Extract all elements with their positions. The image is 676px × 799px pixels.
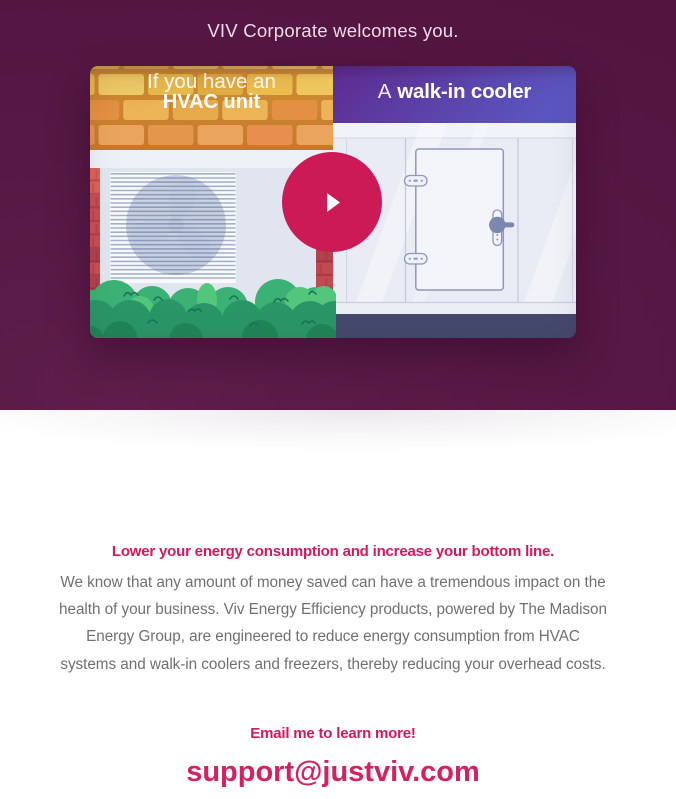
email-address-link[interactable]: support@justviv.com bbox=[186, 756, 480, 788]
body-paragraph-line: systems and walk-in coolers and freezers… bbox=[60, 655, 606, 673]
play-button[interactable] bbox=[282, 152, 382, 252]
video-illustration bbox=[90, 66, 576, 338]
hero-drop-shadow bbox=[0, 410, 676, 452]
email-prompt: Email me to learn more! bbox=[250, 725, 416, 742]
email-address-wrap: support@justviv.com bbox=[0, 756, 666, 789]
body-paragraph-line: health of your business. Viv Energy Effi… bbox=[59, 601, 607, 619]
headline: Lower your energy consumption and increa… bbox=[111, 543, 555, 560]
body-paragraph-line: We know that any amount of money saved c… bbox=[60, 574, 606, 591]
body-paragraph: We know that any amount of money saved c… bbox=[0, 569, 666, 678]
video-thumbnail[interactable]: If you have an HVAC unit A walk-in coole… bbox=[90, 66, 576, 338]
body-paragraph-line: Energy Group, are engineered to reduce e… bbox=[86, 628, 580, 646]
play-triangle-icon bbox=[327, 192, 340, 212]
page-title: VIV Corporate welcomes you. bbox=[207, 20, 459, 41]
